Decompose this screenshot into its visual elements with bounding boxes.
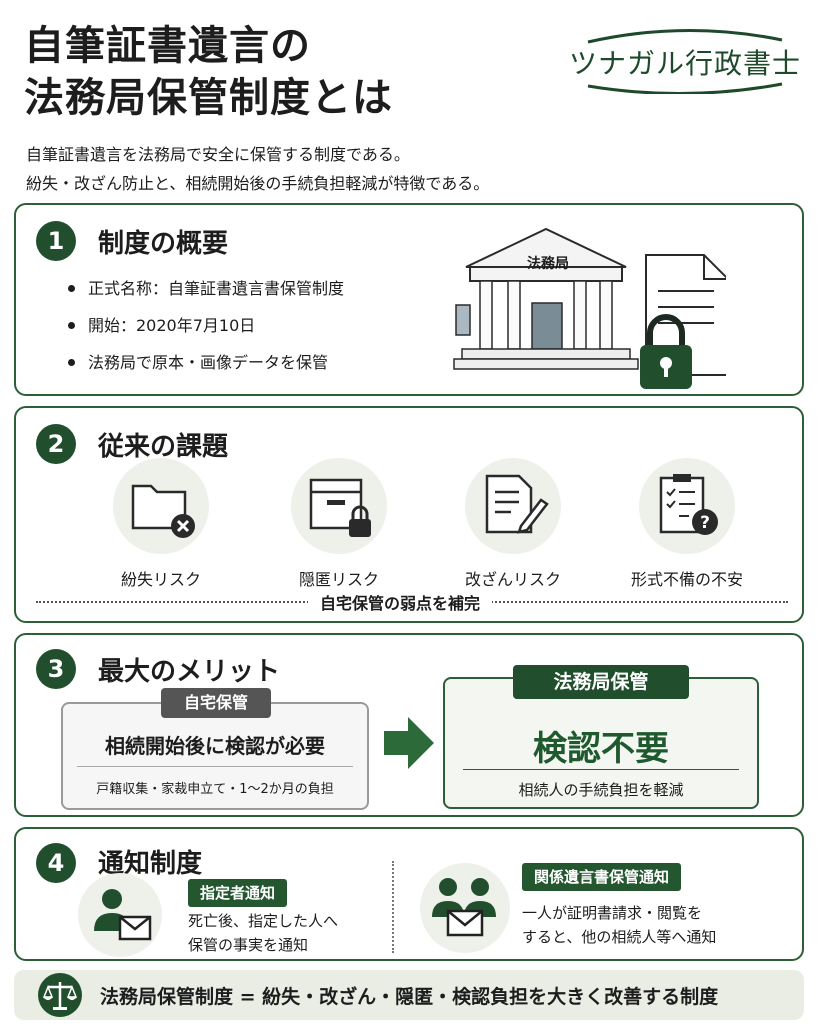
summary-text: 法務局保管制度 = 紛失・改ざん・隠匿・検認負担を大きく改善する制度 <box>100 986 719 1008</box>
section-issues: 2 従来の課題 紛失リスク 隠匿リスク <box>14 406 804 623</box>
overview-list: 正式名称：自筆証書遺言書保管制度 開始：2020年7月10日 法務局で原本・画像… <box>66 270 344 381</box>
office-storage-box: 法務局保管 検認不要 相続人の手続負担を軽減 <box>443 665 759 809</box>
person-mail-icon <box>78 873 162 957</box>
list-item: 正式名称：自筆証書遺言書保管制度 <box>66 270 344 307</box>
home-storage-tag: 自宅保管 <box>161 688 271 718</box>
designated-notice-line-1: 死亡後、指定した人へ <box>188 912 339 930</box>
summary-banner: 法務局保管制度 = 紛失・改ざん・隠匿・検認負担を大きく改善する制度 <box>14 970 804 1020</box>
divider <box>77 766 353 767</box>
home-storage-sub: 戸籍収集・家裁申立て・1〜2か月の負担 <box>96 782 334 797</box>
risk-label: 形式不備の不安 <box>630 570 743 589</box>
clipboard-question-icon: ? <box>639 458 735 554</box>
courthouse-icon <box>453 227 726 389</box>
related-notice-line-2: すると、他の相続人等へ通知 <box>522 928 717 946</box>
risk-item-concealment: 隠匿リスク <box>264 458 414 590</box>
home-storage-main: 相続開始後に検認が必要 <box>105 734 325 758</box>
title-line-1: 自筆証書遺言の <box>24 23 311 69</box>
section-number: 1 <box>36 221 76 261</box>
risk-item-format: ? 形式不備の不安 <box>612 458 762 590</box>
issues-note: 自宅保管の弱点を補完 <box>308 590 493 614</box>
office-storage-main: 検認不要 <box>533 729 669 769</box>
section-notification: 4 通知制度 指定者通知 死亡後、指定した人へ 保管の事実を通知 関係遺言書保管… <box>14 827 804 961</box>
section-number: 2 <box>36 424 76 464</box>
box-lock-icon <box>291 458 387 554</box>
title-line-2: 法務局保管制度とは <box>24 75 393 121</box>
designated-notice-tag: 指定者通知 <box>188 879 288 907</box>
risk-item-loss: 紛失リスク <box>86 458 236 590</box>
intro-line-1: 自筆証書遺言を法務局で安全に保管する制度である。 <box>26 145 410 164</box>
svg-text:?: ? <box>700 513 710 533</box>
section-number: 3 <box>36 649 76 689</box>
home-storage-box: 自宅保管 相続開始後に検認が必要 戸籍収集・家裁申立て・1〜2か月の負担 <box>61 688 369 810</box>
folder-x-icon <box>113 458 209 554</box>
scales-icon <box>38 973 82 1017</box>
designated-notice-text: 死亡後、指定した人へ 保管の事実を通知 <box>188 909 338 957</box>
divider <box>392 861 394 953</box>
section-heading: 制度の概要 <box>98 229 229 259</box>
list-item: 法務局で原本・画像データを保管 <box>66 344 344 381</box>
section-merit: 3 最大のメリット 自宅保管 相続開始後に検認が必要 戸籍収集・家裁申立て・1〜… <box>14 633 804 817</box>
section-overview: 1 制度の概要 正式名称：自筆証書遺言書保管制度 開始：2020年7月10日 法… <box>14 203 804 396</box>
section-number: 4 <box>36 843 76 883</box>
building-sign: 法務局 <box>527 256 569 272</box>
risk-item-tampering: 改ざんリスク <box>438 458 588 590</box>
section-heading: 最大のメリット <box>98 657 281 687</box>
arrow-right-icon <box>384 717 434 769</box>
brand-logo: ツナガル行政書士 <box>566 24 804 94</box>
risk-label: 隠匿リスク <box>298 570 379 589</box>
risk-label: 改ざんリスク <box>464 570 561 589</box>
related-notice-tag: 関係遺言書保管通知 <box>522 863 682 891</box>
divider <box>463 769 739 770</box>
office-storage-sub: 相続人の手続負担を軽減 <box>518 781 684 799</box>
section-heading: 従来の課題 <box>98 432 229 462</box>
related-notice-text: 一人が証明書請求・閲覧を すると、他の相続人等へ通知 <box>522 901 716 949</box>
related-notice-line-1: 一人が証明書請求・閲覧を <box>522 904 703 922</box>
group-mail-icon <box>420 863 510 953</box>
list-item: 開始：2020年7月10日 <box>66 307 344 344</box>
risk-label: 紛失リスク <box>120 570 201 589</box>
document-pen-icon <box>465 458 561 554</box>
intro-line-2: 紛失・改ざん防止と、相続開始後の手続負担軽減が特徴である。 <box>26 174 490 193</box>
intro-text: 自筆証書遺言を法務局で安全に保管する制度である。 紛失・改ざん防止と、相続開始後… <box>26 140 489 198</box>
brand-arc-icon <box>587 28 783 94</box>
designated-notice-line-2: 保管の事実を通知 <box>188 936 309 954</box>
office-storage-tag: 法務局保管 <box>513 665 689 699</box>
brand-name: ツナガル行政書士 <box>568 47 801 80</box>
page-title: 自筆証書遺言の 法務局保管制度とは <box>24 20 393 124</box>
